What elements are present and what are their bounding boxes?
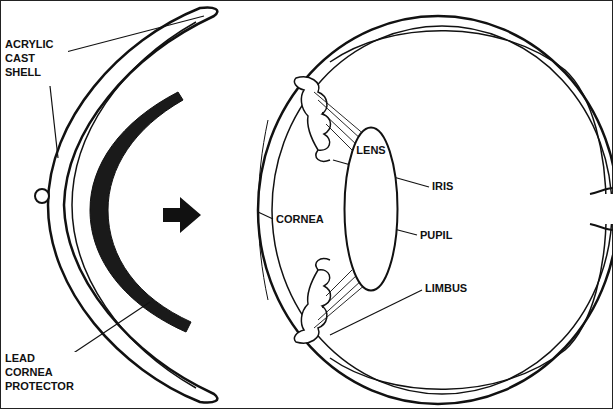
leader-line [258, 212, 273, 219]
direction-arrow [163, 197, 201, 233]
part-label: ACRYLIC CAST SHELL [4, 38, 68, 79]
part-label: CORNEA [275, 213, 325, 227]
acrylic-shell [48, 7, 217, 402]
leader-line [330, 290, 422, 335]
leader-lines [50, 16, 429, 354]
cornea-inner [258, 120, 268, 300]
part-label: LENS [343, 126, 399, 156]
iris-bottom [294, 270, 330, 343]
iris-tip-top [316, 150, 330, 161]
eye-sclera [272, 26, 612, 394]
leader-line [66, 16, 204, 52]
shell-knob [35, 189, 49, 203]
leader-line [50, 86, 58, 158]
part-label: PUPIL [419, 229, 453, 243]
eye-outer [258, 16, 613, 404]
iris-tip-bottom [316, 259, 330, 270]
leader-line [72, 302, 150, 354]
iris-top [294, 77, 330, 150]
part-label: LIMBUS [424, 282, 468, 296]
shell-inner-edge [72, 22, 196, 388]
nerve-gap [596, 194, 613, 224]
part-label: IRIS [431, 180, 454, 194]
optic-nerve [590, 188, 613, 230]
lens-shape: LENS [343, 126, 399, 292]
part-label: LEAD CORNEA PROTECTOR [4, 352, 86, 393]
retina [330, 31, 606, 390]
